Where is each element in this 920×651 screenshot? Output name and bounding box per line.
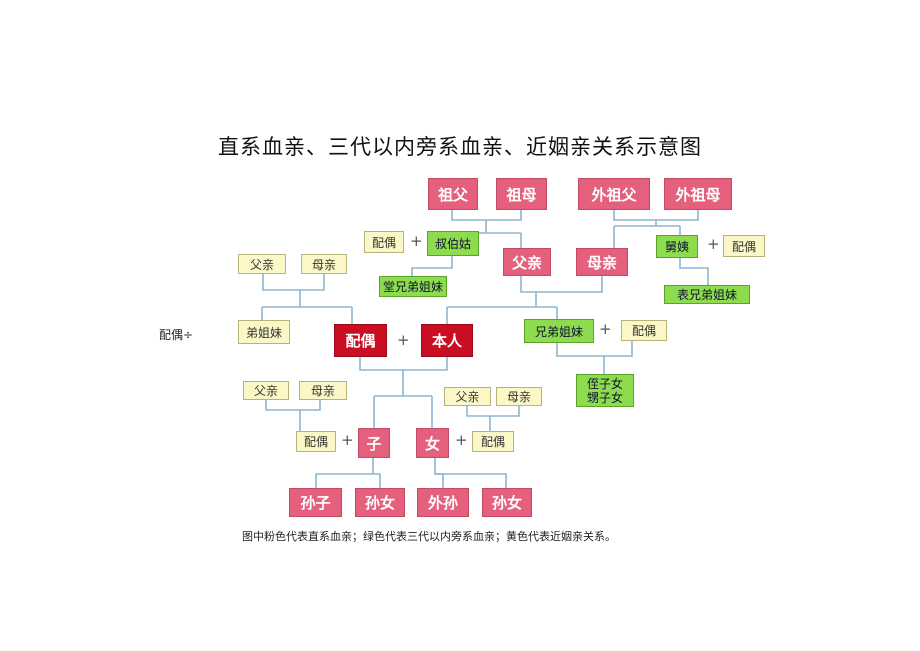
node-granddaughter-2: 孙女: [482, 488, 532, 517]
node-son-spouse: 配偶: [296, 431, 336, 452]
plus-sign: +: [599, 320, 612, 338]
plus-sign: +: [455, 431, 468, 449]
node-spouse-father: 父亲: [238, 254, 286, 274]
plus-sign: +: [410, 232, 423, 250]
plus-sign: +: [707, 235, 720, 253]
node-siblings-spouse: 配偶: [621, 320, 667, 341]
node-self: 本人: [421, 324, 473, 357]
node-daughter: 女: [416, 428, 449, 458]
node-spouse: 配偶: [334, 324, 387, 357]
node-grandfather: 祖父: [428, 178, 478, 210]
node-maternal-grandfather: 外祖父: [578, 178, 650, 210]
node-son-in-law-father: 父亲: [243, 381, 289, 400]
node-spouse-mother: 母亲: [301, 254, 347, 274]
node-aunt-uncle-spouse: 配偶: [364, 231, 404, 253]
node-grandson: 孙子: [289, 488, 342, 517]
node-daughter-in-law-mother: 母亲: [496, 387, 542, 406]
node-paternal-cousins: 堂兄弟姐妹: [379, 276, 447, 297]
node-aunt-uncle: 叔伯姑: [427, 231, 479, 256]
node-maternal-cousins: 表兄弟姐妹: [664, 285, 750, 304]
diagram-caption: 图中粉色代表直系血亲；绿色代表三代以内旁系血亲；黄色代表近姻亲关系。: [242, 530, 616, 543]
node-grandmother: 祖母: [496, 178, 547, 210]
node-maternal-grandmother: 外祖母: [664, 178, 732, 210]
node-maternal-aunt-uncle-spouse: 配偶: [723, 235, 765, 257]
node-son: 子: [358, 428, 390, 458]
node-son-in-law-mother: 母亲: [299, 381, 347, 400]
node-spouse-siblings: 弟姐妹: [238, 320, 290, 344]
diagram-title: 直系血亲、三代以内旁系血亲、近姻亲关系示意图: [218, 135, 702, 159]
node-daughters-son: 外孙: [417, 488, 469, 517]
node-nephews-nieces: 侄子女 甥子女: [576, 374, 634, 407]
node-siblings: 兄弟姐妹: [524, 319, 594, 343]
node-father: 父亲: [503, 248, 551, 276]
plus-sign: +: [341, 431, 354, 449]
side-label: 配偶÷: [159, 328, 194, 342]
node-daughter-spouse: 配偶: [472, 431, 514, 452]
node-mother: 母亲: [576, 248, 628, 276]
node-maternal-aunt-uncle: 舅姨: [656, 235, 698, 258]
node-granddaughter: 孙女: [355, 488, 405, 517]
plus-sign: +: [397, 331, 410, 349]
node-daughter-in-law-father: 父亲: [444, 387, 491, 406]
